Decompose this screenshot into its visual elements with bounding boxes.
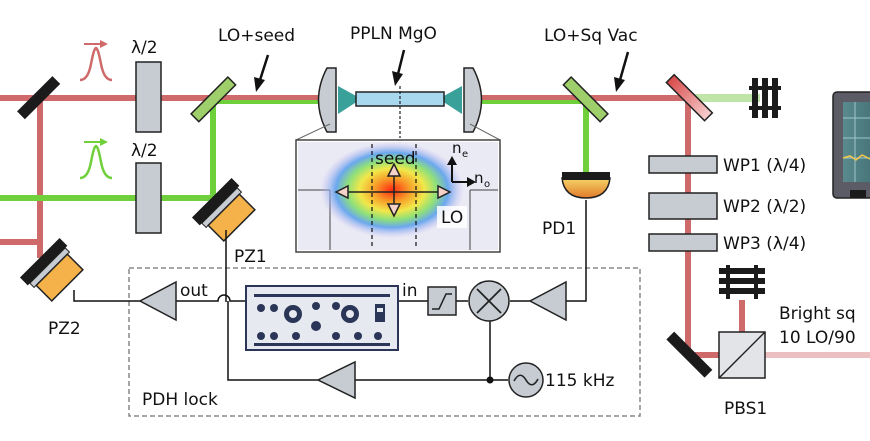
oscilloscope-icon xyxy=(832,91,870,199)
label-bright-2: 10 LO/90 xyxy=(779,328,856,348)
pointer-arrow-lo-seed xyxy=(254,54,270,92)
label-frequency: 115 kHz xyxy=(545,371,614,391)
label-out: out xyxy=(180,281,208,301)
pdh-lock-box xyxy=(128,267,641,417)
label-pz2: PZ2 xyxy=(48,319,81,339)
label-wp3: WP3 (λ/4) xyxy=(723,234,806,254)
lens-right xyxy=(463,67,483,133)
crystal-axes-icon xyxy=(447,156,476,187)
pid-controller-icon xyxy=(245,285,399,351)
focus-cone-left xyxy=(338,86,358,114)
polarization-arrow-vertical xyxy=(386,162,402,218)
mirror-bottom-right xyxy=(666,331,713,378)
junction-dot xyxy=(486,376,494,384)
pz1-mirror xyxy=(191,177,256,242)
polarization-arrow-horizontal xyxy=(334,184,452,200)
green-pulse-icon xyxy=(79,138,113,180)
label-pbs1: PBS1 xyxy=(724,399,767,419)
sine-source-icon xyxy=(508,362,544,398)
label-lo: LO xyxy=(441,208,463,228)
label-wp1: WP1 (λ/4) xyxy=(723,156,806,176)
wave-plate-2 xyxy=(648,192,718,220)
wave-plate-3 xyxy=(648,233,718,252)
red-mirror-top-right xyxy=(665,73,714,122)
pbs-cube xyxy=(718,331,766,379)
label-pd1: PD1 xyxy=(542,219,576,239)
half-wave-plate-1 xyxy=(135,61,162,133)
mode-profile xyxy=(320,142,464,238)
pz2-mirror xyxy=(19,237,84,302)
half-wave-plate-2 xyxy=(135,162,162,234)
red-pulse-icon xyxy=(79,40,113,82)
label-n-o-sub: o xyxy=(484,179,490,190)
electronic-wires xyxy=(73,200,587,381)
label-pz1: PZ1 xyxy=(234,247,267,267)
amplifier-triangle-icon-mod xyxy=(316,360,356,400)
pointer-arrow-ppln xyxy=(392,49,406,86)
dichroic-mirror-in xyxy=(190,76,237,123)
label-bright-1: Bright sq xyxy=(779,304,856,324)
inset-line-left xyxy=(295,123,331,141)
beam-dump-pbs xyxy=(719,265,765,299)
label-lambda-half-2: λ/2 xyxy=(131,141,158,161)
mixer-icon xyxy=(468,280,510,322)
label-lo-seed: LO+seed xyxy=(218,26,295,46)
mirror-top-left xyxy=(17,76,61,120)
label-n-o: n xyxy=(474,169,484,187)
label-n-e-sub: e xyxy=(462,149,468,160)
label-wp2: WP2 (λ/2) xyxy=(723,197,806,217)
lens-left xyxy=(317,67,337,133)
focus-cone-right xyxy=(442,86,462,114)
label-seed: seed xyxy=(375,149,416,169)
lowpass-filter-icon xyxy=(427,286,457,316)
pointer-arrow-lo-sq-vac xyxy=(614,51,630,92)
inset-line-right xyxy=(469,123,501,141)
dichroic-mirror-out xyxy=(562,76,609,123)
amplifier-triangle-icon-pd xyxy=(528,280,567,322)
label-n-e: n xyxy=(452,139,462,157)
label-in: in xyxy=(402,281,418,301)
label-lambda-half-1: λ/2 xyxy=(131,38,158,58)
amplifier-triangle-icon-out xyxy=(138,280,177,322)
photodiode-icon xyxy=(561,172,611,199)
label-pdh-lock: PDH lock xyxy=(142,390,218,410)
beam-dump-top-right xyxy=(749,78,781,118)
wave-plate-1 xyxy=(648,155,718,174)
label-lo-sq-vac: LO+Sq Vac xyxy=(544,26,638,46)
label-ppln: PPLN MgO xyxy=(350,24,437,44)
